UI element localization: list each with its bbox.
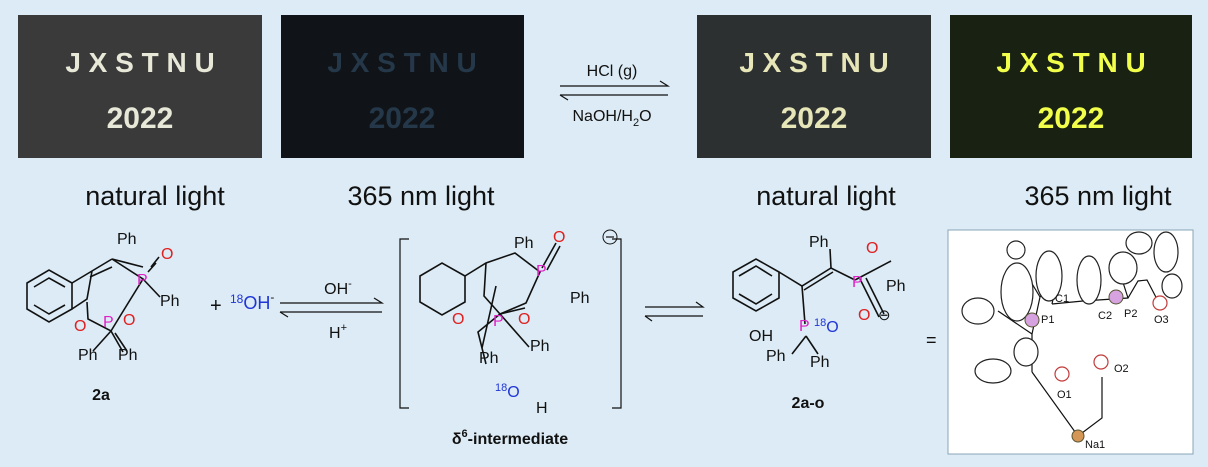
crystal-o1: O1 — [1057, 389, 1072, 401]
oh-label: OH — [749, 328, 773, 345]
p-label: P — [103, 314, 114, 331]
plus-sign: + — [210, 295, 222, 317]
crystal-o3: O3 — [1154, 314, 1169, 326]
h-catalyst: H+ — [329, 322, 347, 342]
molecule-2a: Ph P O Ph O P O Ph Ph 2a — [26, 231, 180, 404]
photo-3-line2: 2022 — [781, 102, 848, 135]
intermediate: Ph O P Ph O P O Ph Ph 18O H δ6-intermedi… — [399, 229, 622, 448]
p-label: P — [536, 263, 547, 280]
ph-label: Ph — [809, 234, 829, 251]
ph-label: Ph — [479, 350, 499, 367]
intermediate-label: δ6-intermediate — [452, 428, 568, 448]
equals-sign: = — [926, 330, 937, 350]
crystal-structure: C1 C2 P1 P2 O1 O2 O3 Na1 — [947, 229, 1194, 455]
crystal-na1: Na1 — [1085, 439, 1105, 451]
caption-2: 365 nm light — [347, 181, 495, 211]
photo-3: J X S T N U 2022 — [697, 15, 931, 158]
p-label: P — [799, 318, 810, 335]
ph-label: Ph — [160, 293, 180, 310]
p-label: P — [493, 313, 504, 330]
equilibrium-arrow-top: HCl (g) NaOH/H2O — [559, 63, 671, 129]
oh-catalyst: OH- — [324, 278, 352, 298]
equilibrium-arrow-middle: OH- H+ — [279, 278, 385, 342]
photo-4-line2: 2022 — [1038, 102, 1105, 135]
photo-1-line2: 2022 — [107, 102, 174, 135]
o-label: O — [123, 312, 135, 329]
o-label: O — [161, 246, 173, 263]
equilibrium-arrow-right — [644, 301, 705, 322]
ph-label: Ph — [886, 278, 906, 295]
charge-symbol — [602, 229, 618, 245]
ph-label: Ph — [766, 348, 786, 365]
crystal-c2: C2 — [1098, 310, 1112, 322]
hydroxide: 18OH- — [230, 290, 274, 313]
product-charge: ⊖ — [878, 307, 891, 324]
ph-label: Ph — [118, 347, 138, 364]
equilibrium-bottom-label: NaOH/H2O — [572, 108, 651, 129]
ph-label: Ph — [570, 290, 590, 307]
caption-4: 365 nm light — [1024, 181, 1172, 211]
crystal-p2: P2 — [1124, 308, 1137, 320]
photo-3-line1: J X S T N U — [739, 47, 888, 78]
crystal-c1: C1 — [1055, 293, 1069, 305]
o-label: O — [518, 311, 530, 328]
photo-4: J X S T N U 2022 — [950, 15, 1192, 158]
caption-1: natural light — [85, 181, 225, 211]
o18-label: 18O — [814, 317, 839, 336]
o-label: O — [858, 307, 870, 324]
ph-label: Ph — [117, 231, 137, 248]
p-label: P — [137, 272, 148, 289]
photo-2-line1: J X S T N U — [327, 47, 476, 78]
reactant-label: 2a — [92, 387, 110, 404]
o-label: O — [866, 240, 878, 257]
product-label: 2a-o — [792, 395, 825, 412]
crystal-p1: P1 — [1041, 314, 1054, 326]
h-label: H — [536, 400, 548, 417]
ph-label: Ph — [530, 338, 550, 355]
o18-label: 18O — [495, 382, 520, 401]
o-label: O — [452, 311, 464, 328]
photo-1-line1: J X S T N U — [65, 47, 214, 78]
ph-label: Ph — [78, 347, 98, 364]
crystal-o2: O2 — [1114, 363, 1129, 375]
photo-4-line1: J X S T N U — [996, 47, 1145, 78]
o-label: O — [553, 229, 565, 246]
photo-2-line2: 2022 — [369, 102, 436, 135]
equilibrium-top-label: HCl (g) — [587, 63, 638, 80]
photo-2: J X S T N U 2022 — [281, 15, 524, 158]
caption-3: natural light — [756, 181, 896, 211]
photo-1: J X S T N U 2022 — [18, 15, 262, 158]
o-label: O — [74, 318, 86, 335]
ph-label: Ph — [810, 354, 830, 371]
p-label: P — [852, 274, 863, 291]
ph-label: Ph — [514, 235, 534, 252]
molecule-2a-o: Ph P O Ph O ⊖ OH P 18O Ph Ph 2a-o — [732, 234, 906, 412]
